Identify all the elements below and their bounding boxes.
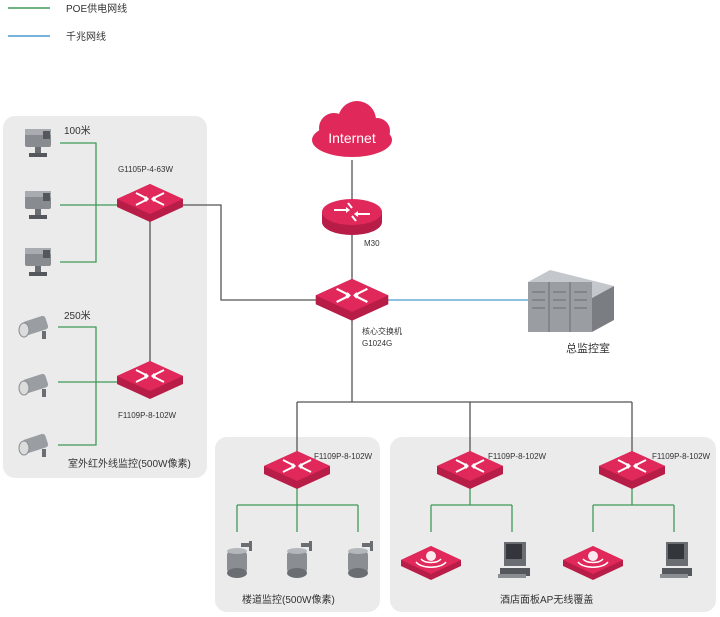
internet-label: Internet (328, 130, 376, 146)
server-room-label: 总监控室 (566, 341, 610, 355)
server-rack-icon (528, 270, 614, 332)
core-switch-icon (314, 277, 390, 322)
distance-bottom-label: 250米 (64, 309, 91, 322)
hotel-group-title: 酒店面板AP无线覆盖 (500, 593, 593, 606)
poe-lines (58, 142, 675, 532)
outdoor-group-panel (3, 116, 207, 478)
router-icon (321, 198, 383, 236)
corridor-group-title: 楼道监控(500W像素) (242, 593, 335, 606)
internet-cloud-icon (312, 101, 392, 157)
core-switch-model: G1024G (362, 339, 392, 348)
switch-hotel-2-model: F1109P-8-102W (652, 452, 711, 461)
switch-corridor-model: F1109P-8-102W (314, 452, 373, 461)
switch-hotel-1-model: F1109P-8-102W (488, 452, 547, 461)
core-switch-name: 核心交换机 (362, 326, 402, 336)
trunk-lines (149, 160, 633, 455)
legend-gigabit-label: 千兆网线 (66, 30, 106, 43)
legend-poe-label: POE供电网线 (66, 2, 127, 15)
outdoor-group-title: 室外红外线监控(500W像素) (68, 457, 191, 470)
hotel-group-panel (390, 437, 716, 612)
switch-outdoor-bottom-model: F1109P-8-102W (118, 411, 177, 420)
distance-top-label: 100米 (64, 124, 91, 137)
router-model-label: M30 (364, 239, 380, 248)
switch-outdoor-top-model: G1105P-4-63W (118, 165, 173, 174)
